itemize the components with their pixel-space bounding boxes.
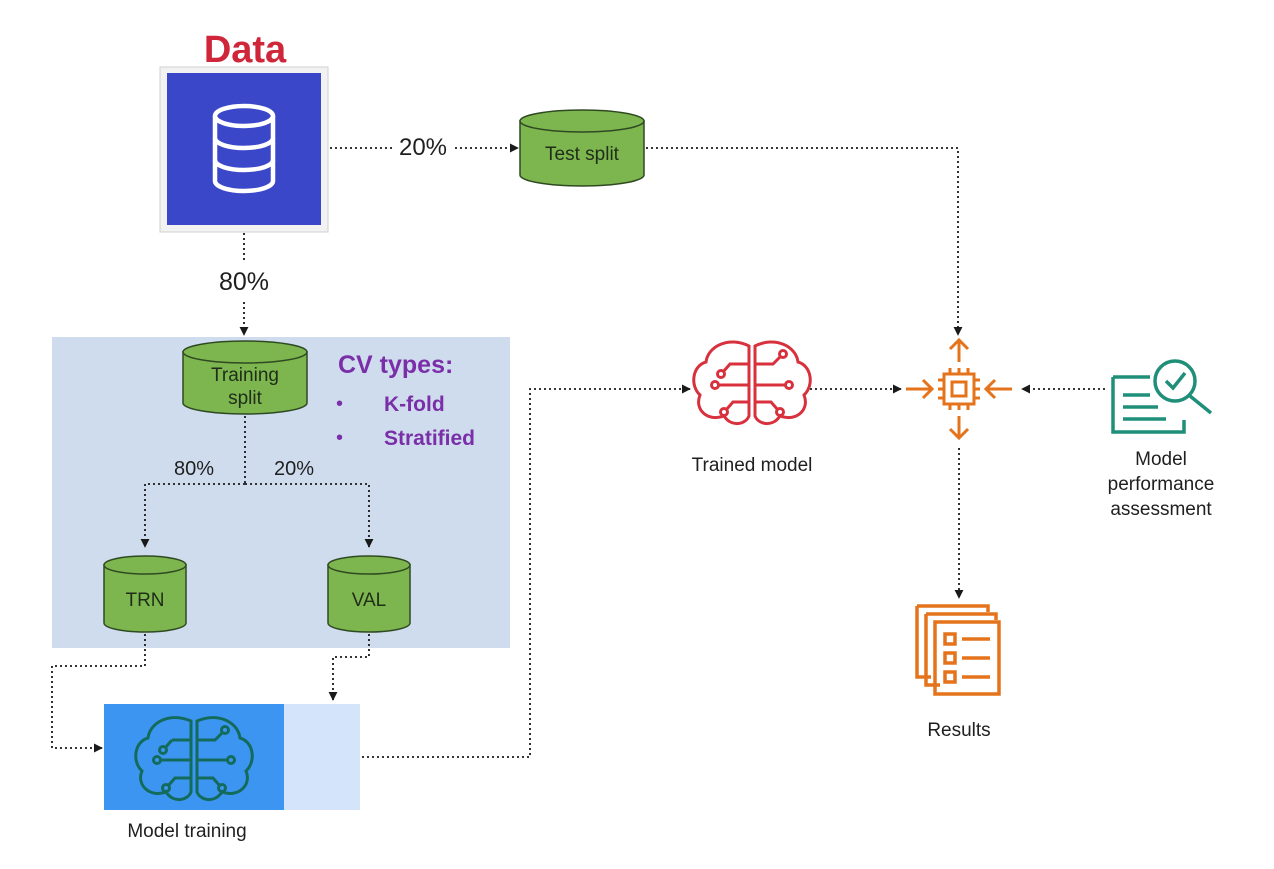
assessment-label-1: Model — [1135, 449, 1187, 470]
results-documents-icon — [915, 604, 1001, 696]
model-training-label: Model training — [127, 821, 246, 842]
cv-title: CV types: — [338, 351, 453, 379]
model-training-block — [104, 704, 360, 810]
test-split-label: Test split — [545, 144, 620, 165]
trained-model-icon — [692, 340, 812, 425]
training-split-label-1: Training — [211, 365, 279, 386]
cv-bullet-1: • — [336, 393, 343, 415]
flow-val-to-training — [328, 634, 370, 701]
test-percent-label: 20% — [399, 134, 447, 161]
flow-test-to-processor — [646, 147, 963, 336]
results-label: Results — [927, 720, 990, 741]
cv-bullet-2: • — [336, 427, 343, 449]
cv-item-kfold: K-fold — [384, 393, 445, 416]
training-split-label-2: split — [228, 388, 263, 409]
data-title: Data — [204, 29, 287, 71]
flow-to-val — [245, 483, 374, 548]
val-cylinder: VAL — [327, 555, 411, 633]
val-label: VAL — [352, 590, 387, 611]
cv-item-stratified: Stratified — [384, 427, 475, 450]
flow-to-trn — [140, 483, 245, 548]
database-icon — [212, 103, 276, 194]
assessment-label-3: assessment — [1110, 499, 1212, 520]
inner-train-percent-label: 80% — [174, 458, 214, 480]
flow-training-to-trained — [362, 384, 691, 758]
train-percent-label: 80% — [219, 268, 269, 296]
trn-cylinder: TRN — [103, 555, 187, 633]
assessment-label-2: performance — [1108, 474, 1215, 495]
data-box — [159, 66, 329, 233]
processor-chip-icon — [906, 337, 1012, 441]
training-split-cylinder: Training split — [182, 340, 308, 415]
document-check-icon — [1111, 359, 1213, 434]
trn-label: TRN — [125, 590, 164, 611]
brain-circuit-icon — [134, 716, 254, 801]
test-split-cylinder: Test split — [519, 109, 645, 187]
trained-model-label: Trained model — [692, 455, 813, 476]
inner-val-percent-label: 20% — [274, 458, 314, 480]
flow-trn-to-training — [51, 634, 146, 753]
